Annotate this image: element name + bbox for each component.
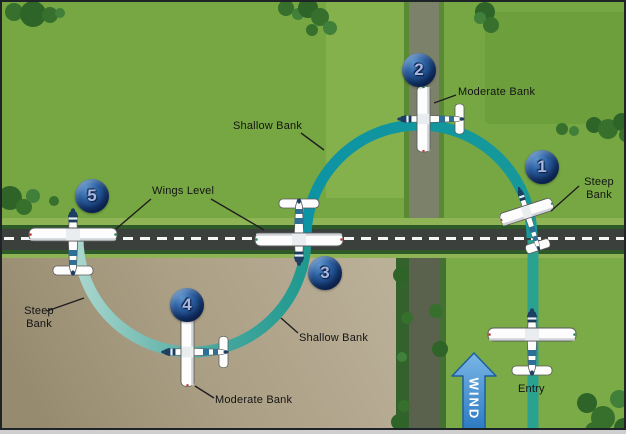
- waypoint-number-2: 2: [414, 60, 424, 79]
- waypoint-number-1: 1: [537, 157, 547, 176]
- waypoint-badge-4: 4: [170, 288, 204, 322]
- leader-shallow-bank-upper: [300, 132, 325, 151]
- label-steep-bank-left: Steep Bank: [24, 305, 54, 330]
- vertical-road: [396, 2, 446, 428]
- leader-wings-level-right: [210, 198, 265, 231]
- leader-wings-level-left: [115, 198, 152, 230]
- waypoint-badge-1: 1: [525, 150, 559, 184]
- leader-steep-bank-left: [46, 297, 85, 312]
- waypoint-badge-2: 2: [402, 53, 436, 87]
- waypoint-number-3: 3: [320, 263, 330, 282]
- leader-moderate-bank-upper: [433, 94, 457, 104]
- waypoint-badge-5: 5: [75, 179, 109, 213]
- label-moderate-bank-lower: Moderate Bank: [215, 394, 293, 406]
- label-wings-level: Wings Level: [152, 185, 215, 197]
- label-shallow-bank-lower: Shallow Bank: [299, 332, 369, 344]
- leader-moderate-bank-lower: [194, 385, 215, 399]
- wind-arrow-icon: [451, 352, 497, 428]
- wind-label: WIND: [466, 377, 482, 421]
- leader-steep-bank-right: [550, 185, 580, 212]
- figure-bottom-margin: [0, 430, 626, 434]
- label-entry: Entry: [518, 383, 545, 395]
- waypoint-number-5: 5: [87, 186, 97, 205]
- waypoint-badge-3: 3: [308, 256, 342, 290]
- label-shallow-bank-upper: Shallow Bank: [233, 120, 303, 132]
- label-steep-bank-right: Steep Bank: [584, 176, 614, 201]
- leader-lines: [46, 94, 580, 399]
- tan-field: [2, 254, 403, 428]
- waypoint-number-4: 4: [182, 295, 192, 314]
- leader-shallow-bank-lower: [280, 317, 299, 334]
- label-moderate-bank-upper: Moderate Bank: [458, 86, 536, 98]
